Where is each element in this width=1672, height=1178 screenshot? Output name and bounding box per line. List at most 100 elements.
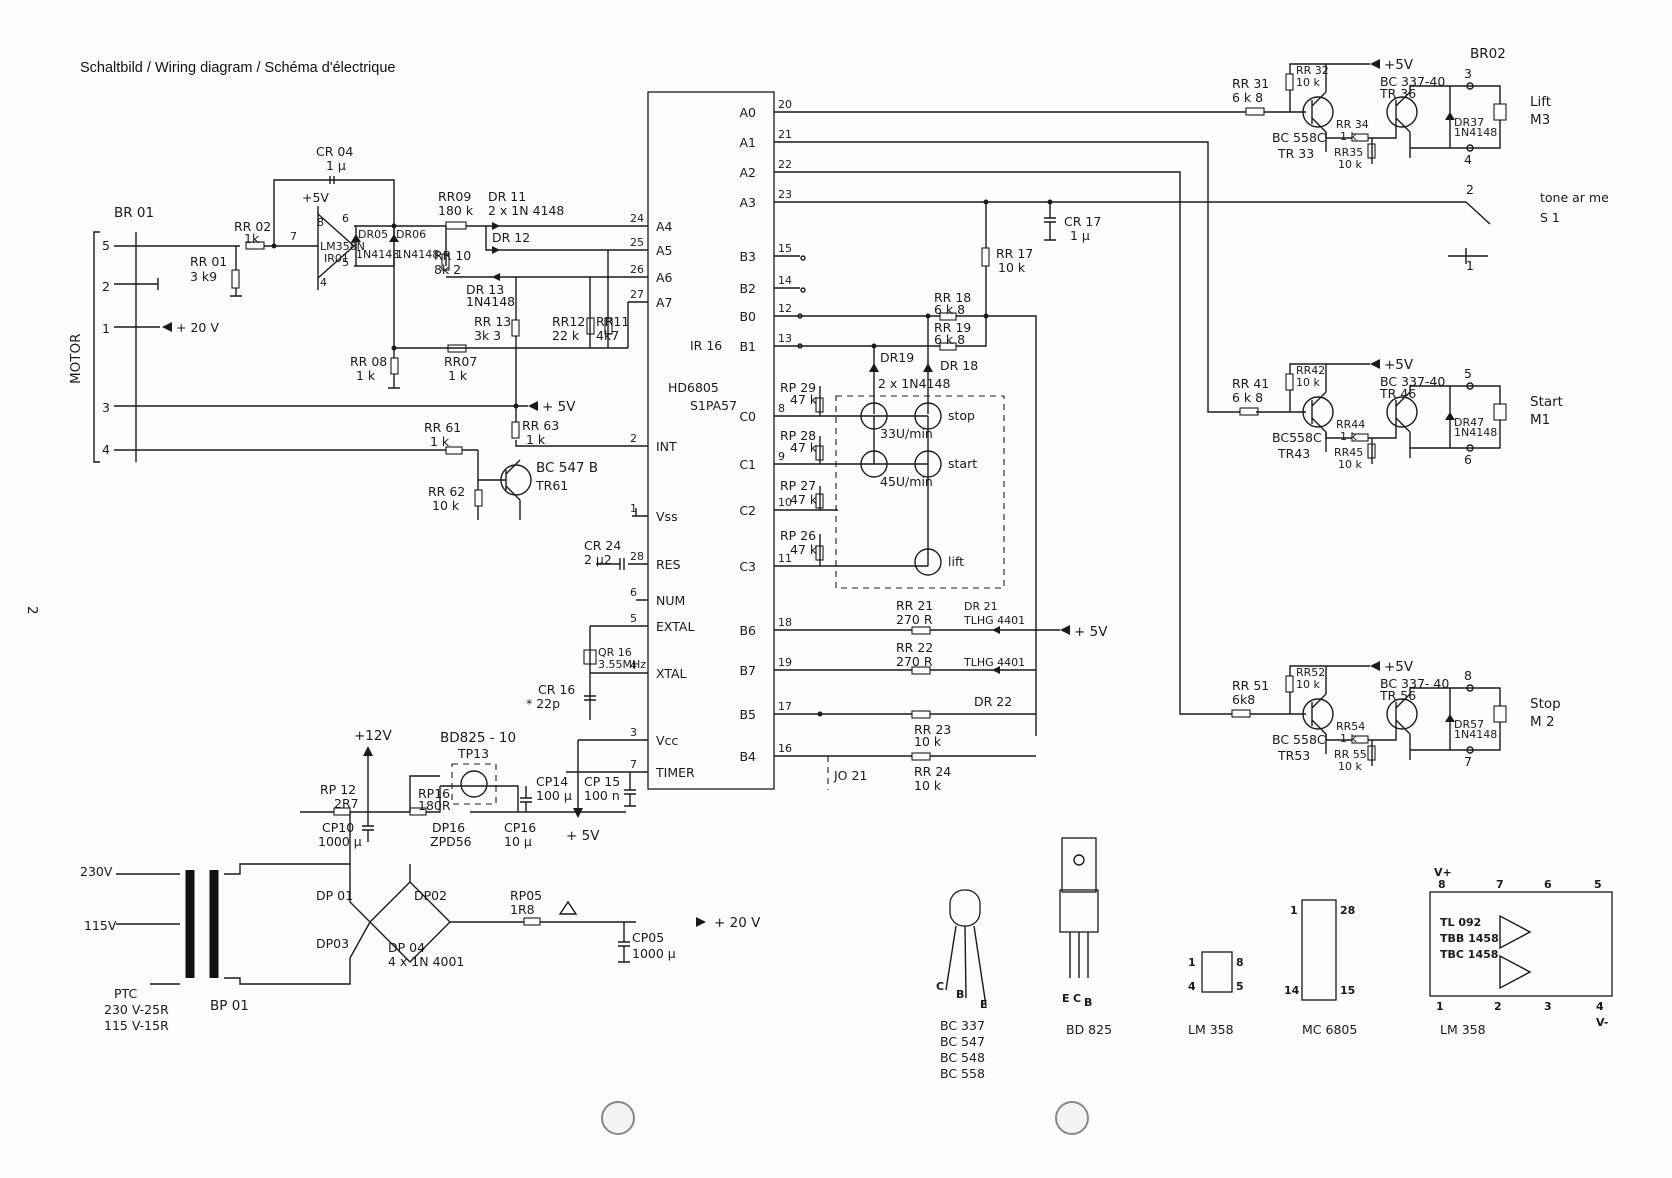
opamp-pkg-name: LM 358 [1440,1022,1486,1037]
driver-label: RR42 [1296,364,1325,377]
rr13-value: 3k 3 [474,328,501,343]
ic-pin-number: 25 [630,236,644,249]
qr16-label: QR 16 [598,646,632,659]
to92-pin-c: C [936,980,944,993]
v5-led: + 5V [1074,624,1108,640]
driver-supply: +5V [1384,659,1414,675]
rr10-label: RR 10 [434,248,471,263]
driver-label: BC 558C [1272,732,1326,747]
dp16-label: DP16 [432,820,465,835]
br01-pin: 4 [102,442,110,457]
dp02-label: DP02 [414,888,447,903]
driver-label: 10 k [1338,760,1362,773]
cp14-label: CP14 [536,774,568,789]
driver-label: 10 k [1296,76,1320,89]
tone-pin: 2 [1466,182,1474,197]
rp28-label: RP 28 [780,428,816,443]
rp26-value: 47 k [790,542,818,557]
driver-label: 1N4148 [1454,126,1497,139]
bd825-pin-c: C [1073,992,1081,1005]
ic-pin-label: INT [656,439,677,454]
ic-pin-number: 2 [630,432,637,445]
tone-arm-switch: 2 1 tone ar me S 1 BR02 [1448,46,1609,273]
br01-pin: 3 [102,400,110,415]
opamp-pkg-pin: 7 [1496,878,1504,891]
opamp-vminus: V- [1596,1016,1608,1029]
ic-pin-label: B5 [739,707,756,722]
driver-label: RR 41 [1232,376,1269,391]
driver-label: 4 [1464,152,1472,167]
dr18-label: DR 18 [940,358,978,373]
tr61-type: BC 547 B [536,460,598,476]
ic-pin-number: 8 [778,402,785,415]
driver-label: Start [1530,394,1563,410]
driver-label: TR53 [1277,748,1310,763]
sense-network: RR09 180 k DR 11 2 x 1N 4148 DR 12 RR 10… [434,189,648,415]
ptc-value-2: 115 V-15R [104,1018,169,1033]
ic-pin-label: A4 [656,219,673,234]
rp27-value: 47 k [790,492,818,507]
rp27-label: RP 27 [780,478,816,493]
opamp-vcc: +5V [302,190,329,205]
cp16-label: CP16 [504,820,536,835]
ic-pin-label: A0 [739,105,756,120]
driver-label: RR44 [1336,418,1365,431]
dp04-label: DP 04 [388,940,425,955]
rr62-value: 10 k [432,498,460,513]
key-stop-label: stop [948,408,975,423]
tp13-type: BD825 - 10 [440,730,516,746]
rr22-value: 270 R [896,654,933,669]
ic-pin-number: 18 [778,616,792,629]
tone-s1-label: S 1 [1540,210,1560,225]
ic-pin-label: B2 [739,281,756,296]
v5-motor: + 5V [542,399,576,415]
key-33-label: 33U/min [880,426,933,441]
rr09-value: 180 k [438,203,474,218]
rp28-value: 47 k [790,440,818,455]
cr24-label: CR 24 [584,538,621,553]
dr11-value: 2 x 1N 4148 [488,203,564,218]
page-number: 2 [24,606,40,615]
punch-hole [601,1101,635,1135]
cr16-value: * 22p [526,696,560,711]
dip8-pin: 4 [1188,980,1196,993]
driver-label: RR 32 [1296,64,1329,77]
driver-label: TR 36 [1379,86,1416,101]
driver-label: 3 [1464,66,1472,81]
ic-pin-label: Vcc [656,733,678,748]
rp12-label: RP 12 [320,782,356,797]
dr13-value: 1N4148 [466,294,515,309]
driver-label: BC 337- 40 [1380,676,1449,691]
driver-label: 6 k 8 [1232,390,1263,405]
ic-pin-label: NUM [656,593,685,608]
dip28-name: MC 6805 [1302,1022,1357,1037]
driver-label: DR47 [1454,416,1484,429]
opamp-pkg-pin: 6 [1544,878,1552,891]
dip8-pin: 8 [1236,956,1244,969]
ic-ref: IR 16 [690,338,722,353]
rr23-value: 10 k [914,734,942,749]
driver-label: TR 56 [1379,688,1416,703]
driver-label: Stop [1530,696,1561,712]
driver-label: 1N4148 [1454,426,1497,439]
opamp-pin: 8 [317,216,324,229]
br01-label: BR 01 [114,205,154,221]
rp16-value: 180R [418,798,451,813]
ic-pin-label: A5 [656,243,673,258]
ic-pin-number: 10 [778,496,792,509]
dr05-label: DR05 [358,228,388,241]
rp29-label: RP 29 [780,380,816,395]
cp16-value: 10 µ [504,834,532,849]
driver-label: RR45 [1334,446,1363,459]
rr13-label: RR 13 [474,314,511,329]
ic-pin-number: 19 [778,656,792,669]
ic-pin-label: A6 [656,270,673,285]
driver-label: RR 51 [1232,678,1269,693]
ic-pin-label: Vss [656,509,678,524]
ic-pin-label: C2 [739,503,756,518]
rr10-value: 8k 2 [434,262,461,277]
rr23-label: RR 23 [914,722,951,737]
